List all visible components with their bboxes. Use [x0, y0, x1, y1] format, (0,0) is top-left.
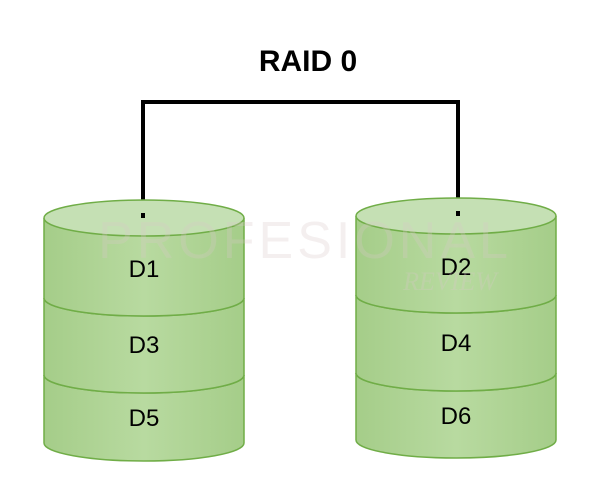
disk-segment: [43, 218, 245, 317]
disk-block-label: D5: [129, 405, 160, 432]
diagram-title: RAID 0: [259, 45, 357, 78]
disk-block-label: D6: [441, 403, 472, 430]
disk-right: D2 D4 D6: [355, 197, 557, 459]
disk-left: D1 D3 D5: [43, 199, 245, 462]
disk-block-label: D4: [441, 330, 472, 357]
watermark-subtext: REVIEW: [402, 267, 499, 296]
disk-block-label: D2: [441, 254, 472, 281]
disk-block-label: D1: [129, 256, 160, 283]
disk-segment: [355, 216, 557, 314]
connector-line: [141, 100, 460, 213]
disk-block-label: D3: [129, 332, 160, 359]
watermark-text: PROFESIONAL: [98, 212, 512, 270]
